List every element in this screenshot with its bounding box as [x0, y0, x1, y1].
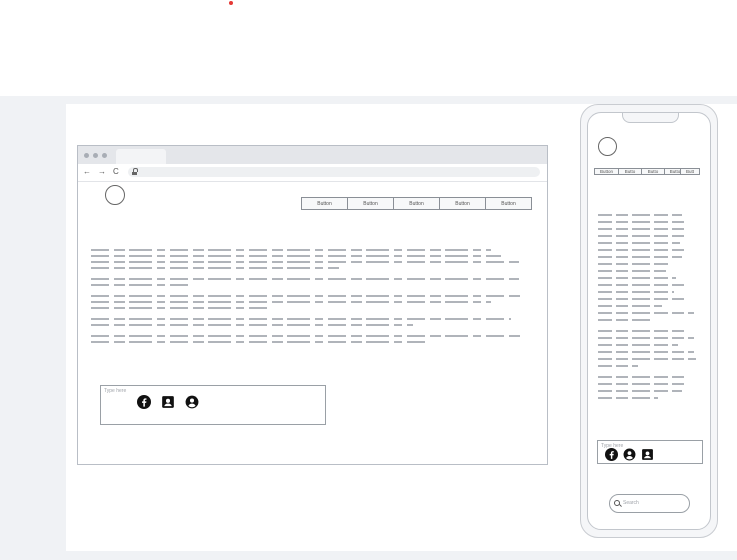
text-line-placeholder [91, 267, 339, 269]
text-line-placeholder [598, 263, 670, 265]
text-line-placeholder [91, 284, 191, 286]
contact-card-icon[interactable] [161, 395, 175, 409]
mobile-nav-button-2[interactable]: Butto [618, 168, 642, 175]
logo-placeholder-circle [598, 137, 617, 156]
contact-card-icon[interactable] [641, 448, 654, 461]
search-placeholder: Search [623, 500, 639, 506]
input-placeholder: Type here [104, 388, 127, 394]
forward-arrow-icon[interactable]: → [98, 167, 106, 176]
back-arrow-icon[interactable]: ← [83, 167, 91, 176]
text-line-placeholder [91, 295, 521, 297]
text-line-placeholder [598, 390, 682, 392]
text-line-placeholder [598, 365, 638, 367]
desktop-button-row: Button Button Button Button Button [301, 197, 532, 210]
text-line-placeholder [91, 341, 429, 343]
text-line-placeholder [598, 319, 654, 321]
logo-placeholder-circle [105, 185, 125, 205]
text-line-placeholder [91, 324, 413, 326]
text-line-placeholder [598, 221, 688, 223]
text-line-placeholder [598, 214, 682, 216]
desktop-text-input[interactable]: Type here [100, 385, 326, 425]
mobile-nav-button-5[interactable]: Butt [680, 168, 700, 175]
mobile-nav-button-3[interactable]: Butto [641, 168, 665, 175]
mobile-button-row: Button Butto Butto Butto Butt [594, 168, 704, 175]
mobile-nav-button-1[interactable]: Button [594, 168, 619, 175]
nav-button-4[interactable]: Button [439, 197, 486, 210]
social-icons [137, 395, 199, 409]
user-account-icon[interactable] [623, 448, 636, 461]
text-line-placeholder [91, 278, 519, 280]
text-line-placeholder [598, 330, 684, 332]
window-control-dot [84, 153, 89, 158]
text-line-placeholder [91, 335, 521, 337]
browser-titlebar [78, 146, 547, 164]
placeholder-text-block [91, 249, 521, 352]
text-line-placeholder [598, 228, 688, 230]
text-line-placeholder [598, 358, 696, 360]
text-line-placeholder [91, 301, 491, 303]
phone-notch [622, 113, 679, 123]
nav-button-3[interactable]: Button [393, 197, 440, 210]
text-line-placeholder [598, 397, 658, 399]
search-icon [614, 500, 620, 506]
text-line-placeholder [598, 298, 684, 300]
text-line-placeholder [598, 249, 688, 251]
mobile-placeholder-text-block [598, 214, 698, 408]
facebook-icon[interactable] [137, 395, 151, 409]
mobile-phone-mockup: Button Butto Butto Butto Butt [587, 112, 711, 530]
mobile-text-input[interactable]: Type here [597, 440, 703, 464]
input-placeholder: Type here [601, 443, 624, 449]
text-line-placeholder [91, 307, 267, 309]
text-line-placeholder [598, 284, 684, 286]
text-line-placeholder [598, 383, 686, 385]
text-line-placeholder [598, 312, 694, 314]
text-line-placeholder [598, 270, 666, 272]
text-line-placeholder [91, 255, 501, 257]
text-line-placeholder [598, 376, 684, 378]
text-line-placeholder [91, 249, 491, 251]
nav-button-2[interactable]: Button [347, 197, 394, 210]
text-line-placeholder [598, 337, 694, 339]
text-line-placeholder [598, 351, 694, 353]
window-control-dot [93, 153, 98, 158]
text-line-placeholder [91, 318, 511, 320]
text-line-placeholder [598, 344, 678, 346]
nav-button-1[interactable]: Button [301, 197, 348, 210]
reload-icon[interactable]: C [113, 167, 119, 176]
text-line-placeholder [91, 261, 519, 263]
lock-icon [132, 168, 138, 175]
text-line-placeholder [598, 305, 662, 307]
red-marker-dot [229, 1, 233, 5]
browser-tab[interactable] [116, 149, 166, 164]
desktop-browser-mockup: ← → C Button Button Button Button Button [77, 145, 548, 465]
text-line-placeholder [598, 235, 688, 237]
window-control-dot [102, 153, 107, 158]
nav-button-5[interactable]: Button [485, 197, 532, 210]
social-icons [605, 448, 654, 461]
text-line-placeholder [598, 242, 680, 244]
address-field[interactable] [128, 167, 540, 177]
mobile-search-input[interactable]: Search [609, 494, 690, 513]
text-line-placeholder [598, 256, 682, 258]
facebook-icon[interactable] [605, 448, 618, 461]
text-line-placeholder [598, 277, 676, 279]
user-account-icon[interactable] [185, 395, 199, 409]
browser-url-bar: ← → C [78, 164, 547, 182]
text-line-placeholder [598, 291, 674, 293]
